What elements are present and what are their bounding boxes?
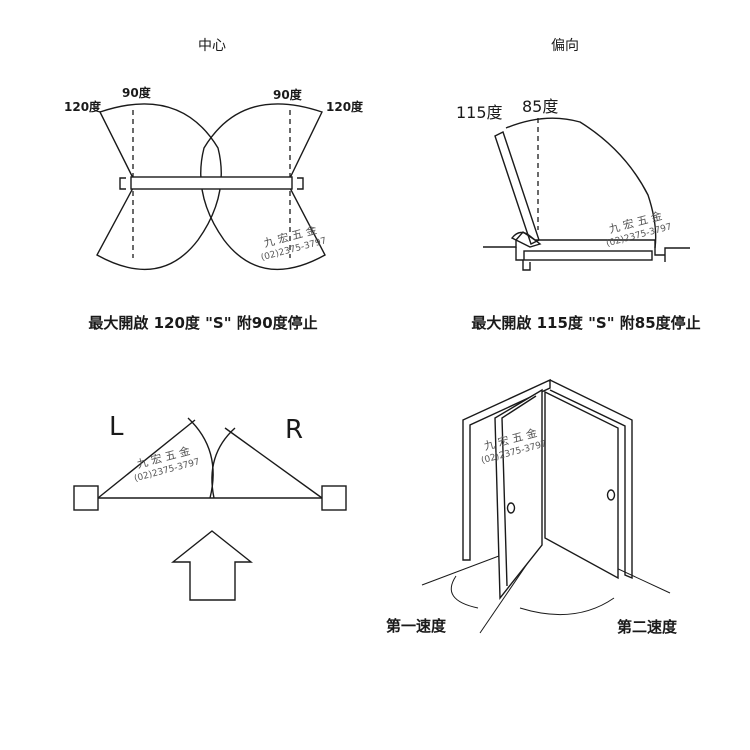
panel-center-caption: 最大開啟 120度 "S" 附90度停止 — [88, 314, 317, 332]
left-angle-90-label: 90度 — [122, 85, 152, 100]
panel-double-door: L R 九 宏 五 金 (02)2375-3797 — [73, 412, 347, 601]
right-door-label: R — [285, 415, 303, 445]
left-door-leaf-3d — [494, 388, 543, 600]
door-frame-right — [549, 379, 633, 580]
offset-angle-115-label: 115度 — [456, 103, 503, 122]
second-speed-arc — [519, 597, 615, 616]
offset-angle-85-label: 85度 — [522, 97, 558, 116]
right-post — [321, 485, 347, 511]
left-door-handle — [506, 502, 516, 514]
right-door-swing — [200, 103, 326, 271]
panel-door-speed: 第一速度 第二速度 九 宏 五 金 (02)2375-3797 — [386, 378, 678, 636]
center-door-panel — [130, 176, 293, 190]
offset-pivot — [510, 231, 542, 248]
panel-center-title: 中心 — [198, 38, 226, 54]
second-speed-label: 第二速度 — [617, 618, 678, 636]
offset-door-open — [494, 131, 540, 245]
left-door-label: L — [109, 412, 124, 442]
left-angle-120-label: 120度 — [64, 99, 102, 114]
left-door-swing — [96, 103, 222, 271]
left-pivot-bracket — [119, 177, 126, 190]
offset-door-swing — [505, 117, 657, 249]
watermark-center: 九 宏 五 金 (02)2375-3797 — [260, 222, 328, 263]
watermark-double-door: 九 宏 五 金 (02)2375-3797 — [133, 443, 201, 484]
panel-offset-caption: 最大開啟 115度 "S" 附85度停止 — [471, 314, 700, 332]
left-post — [73, 485, 99, 511]
right-angle-120-label: 120度 — [326, 99, 364, 114]
offset-frame-left-step — [515, 247, 531, 271]
panel-offset-title: 偏向 — [551, 38, 579, 54]
watermark-offset: 九 宏 五 金 (02)2375-3797 — [605, 208, 673, 249]
right-door-leaf-3d — [544, 390, 619, 580]
push-direction-arrow — [170, 530, 254, 601]
panel-offset: 偏向 115度 85度 九 宏 五 金 (02)2375-3797 最大開啟 1… — [456, 38, 701, 332]
offset-frame — [483, 231, 690, 262]
left-door-leaf-edge — [501, 395, 537, 587]
offset-door-closed — [523, 250, 653, 261]
left-door-leaf — [97, 419, 196, 499]
first-speed-label: 第一速度 — [386, 617, 447, 635]
right-angle-90-label: 90度 — [273, 87, 303, 102]
right-door-handle — [606, 489, 616, 501]
right-door-arc — [211, 427, 236, 499]
panel-center: 中心 120度 90度 90度 120度 九 宏 五 金 (02)2375-37… — [64, 38, 364, 332]
first-speed-arc — [450, 575, 479, 609]
right-pivot-bracket — [297, 177, 304, 190]
right-door-leaf — [224, 427, 323, 499]
